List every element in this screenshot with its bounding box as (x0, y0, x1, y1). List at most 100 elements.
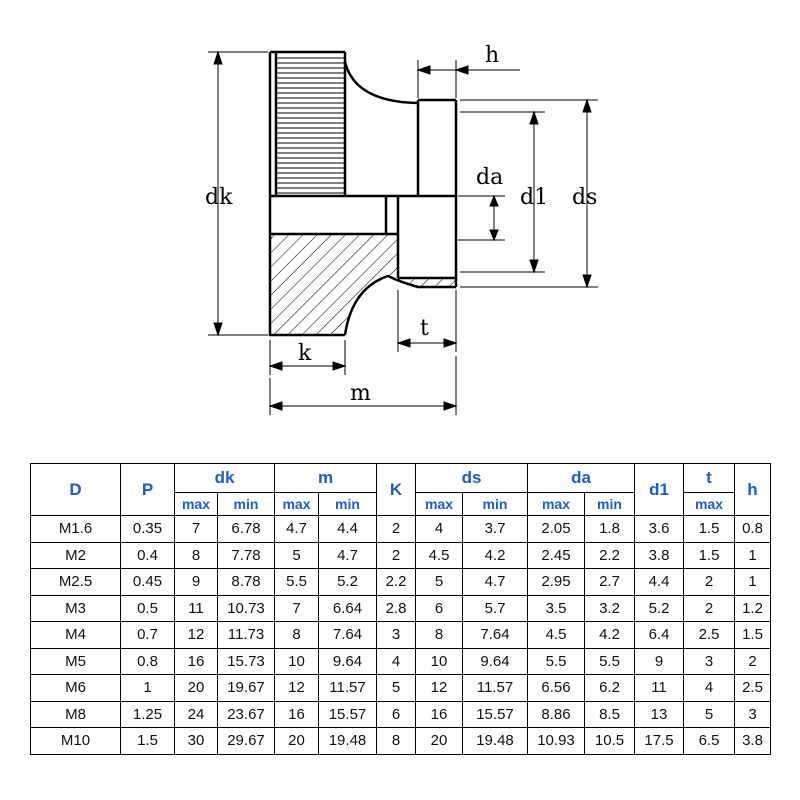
header-dk-min: min (217, 492, 275, 516)
size-cell: M6 (30, 674, 121, 702)
table-cell: 24 (174, 700, 218, 728)
size-cell: M4 (30, 621, 121, 649)
table-cell: 8 (376, 727, 416, 755)
table-cell: 3.8 (634, 541, 684, 569)
header-t-max: max (683, 492, 735, 516)
table-cell: 0.4 (120, 541, 175, 569)
table-cell: 8 (174, 541, 218, 569)
table-cell: 3 (734, 700, 771, 728)
table-cell: 9.64 (462, 647, 528, 675)
dimension-table: D P dk m K ds da d1 t h max min max min … (30, 463, 771, 755)
table-cell: 4.7 (462, 568, 528, 596)
table-cell: 3.2 (584, 594, 635, 622)
table-cell: 0.45 (120, 568, 175, 596)
table-cell: 1.5 (120, 727, 175, 755)
table-cell: 6 (376, 700, 416, 728)
table-cell: 4.2 (462, 541, 528, 569)
table-cell: 20 (415, 727, 463, 755)
header-m-min: min (318, 492, 377, 516)
header-da-min: min (584, 492, 635, 516)
table-cell: 11.73 (217, 621, 275, 649)
table-cell: 1 (734, 568, 771, 596)
table-cell: 5 (683, 700, 735, 728)
table-cell: 2.45 (527, 541, 585, 569)
table-cell: 3.7 (462, 515, 528, 543)
table-cell: 1 (120, 674, 175, 702)
table-cell: 19.48 (462, 727, 528, 755)
dim-label-h: h (485, 43, 499, 68)
dim-label-dk: dk (205, 185, 233, 210)
dimension-lines (208, 50, 598, 415)
table-cell: 11 (174, 594, 218, 622)
table-cell: 11.57 (462, 674, 528, 702)
table-cell: 5 (376, 674, 416, 702)
table-cell: 4.4 (634, 568, 684, 596)
table-cell: 5.2 (634, 594, 684, 622)
table-cell: 13 (634, 700, 684, 728)
table-cell: 5.5 (274, 568, 319, 596)
size-cell: M1.6 (30, 515, 121, 543)
table-cell: 3.8 (734, 727, 771, 755)
table-cell: 5.7 (462, 594, 528, 622)
table-cell: 5 (415, 568, 463, 596)
table-cell: 4.7 (318, 541, 377, 569)
table-cell: 16 (274, 700, 319, 728)
table-cell: 15.73 (217, 647, 275, 675)
size-cell: M10 (30, 727, 121, 755)
table-cell: 2 (376, 515, 416, 543)
table-cell: 4 (683, 674, 735, 702)
header-h: h (734, 463, 771, 516)
header-ds-max: max (415, 492, 463, 516)
table-cell: 4.2 (584, 621, 635, 649)
table-cell: 3.6 (634, 515, 684, 543)
table-cell: 1.25 (120, 700, 175, 728)
table-cell: 7.64 (462, 621, 528, 649)
table-cell: 2.2 (376, 568, 416, 596)
table-cell: 2.05 (527, 515, 585, 543)
table-cell: 0.7 (120, 621, 175, 649)
table-cell: 0.8 (734, 515, 771, 543)
table-cell: 4.7 (274, 515, 319, 543)
size-cell: M5 (30, 647, 121, 675)
dim-label-t: t (420, 316, 429, 341)
header-m-max: max (274, 492, 319, 516)
table-cell: 6.4 (634, 621, 684, 649)
table-cell: 5.5 (527, 647, 585, 675)
table-cell: 10.93 (527, 727, 585, 755)
header-ds: ds (415, 463, 528, 493)
table-cell: 16 (174, 647, 218, 675)
table-cell: 17.5 (634, 727, 684, 755)
table-cell: 1.5 (683, 541, 735, 569)
table-cell: 10.5 (584, 727, 635, 755)
table-cell: 7.64 (318, 621, 377, 649)
table-cell: 10 (274, 647, 319, 675)
table-cell: 29.67 (217, 727, 275, 755)
table-cell: 30 (174, 727, 218, 755)
nut-outline (268, 50, 458, 337)
table-cell: 2.5 (734, 674, 771, 702)
table-cell: 2 (734, 647, 771, 675)
table-cell: 6.5 (683, 727, 735, 755)
table-cell: 2 (376, 541, 416, 569)
table-cell: 6 (415, 594, 463, 622)
table-cell: 9 (634, 647, 684, 675)
table-cell: 6.56 (527, 674, 585, 702)
size-cell: M8 (30, 700, 121, 728)
table-cell: 8.78 (217, 568, 275, 596)
table-cell: 11 (634, 674, 684, 702)
table-cell: 6.78 (217, 515, 275, 543)
table-cell: 2.8 (376, 594, 416, 622)
table-cell: 2.7 (584, 568, 635, 596)
table-cell: 19.48 (318, 727, 377, 755)
table-cell: 1.5 (683, 515, 735, 543)
table-cell: 4.5 (415, 541, 463, 569)
size-cell: M3 (30, 594, 121, 622)
header-P: P (120, 463, 175, 516)
dim-label-ds: ds (572, 185, 597, 210)
table-cell: 2 (683, 568, 735, 596)
